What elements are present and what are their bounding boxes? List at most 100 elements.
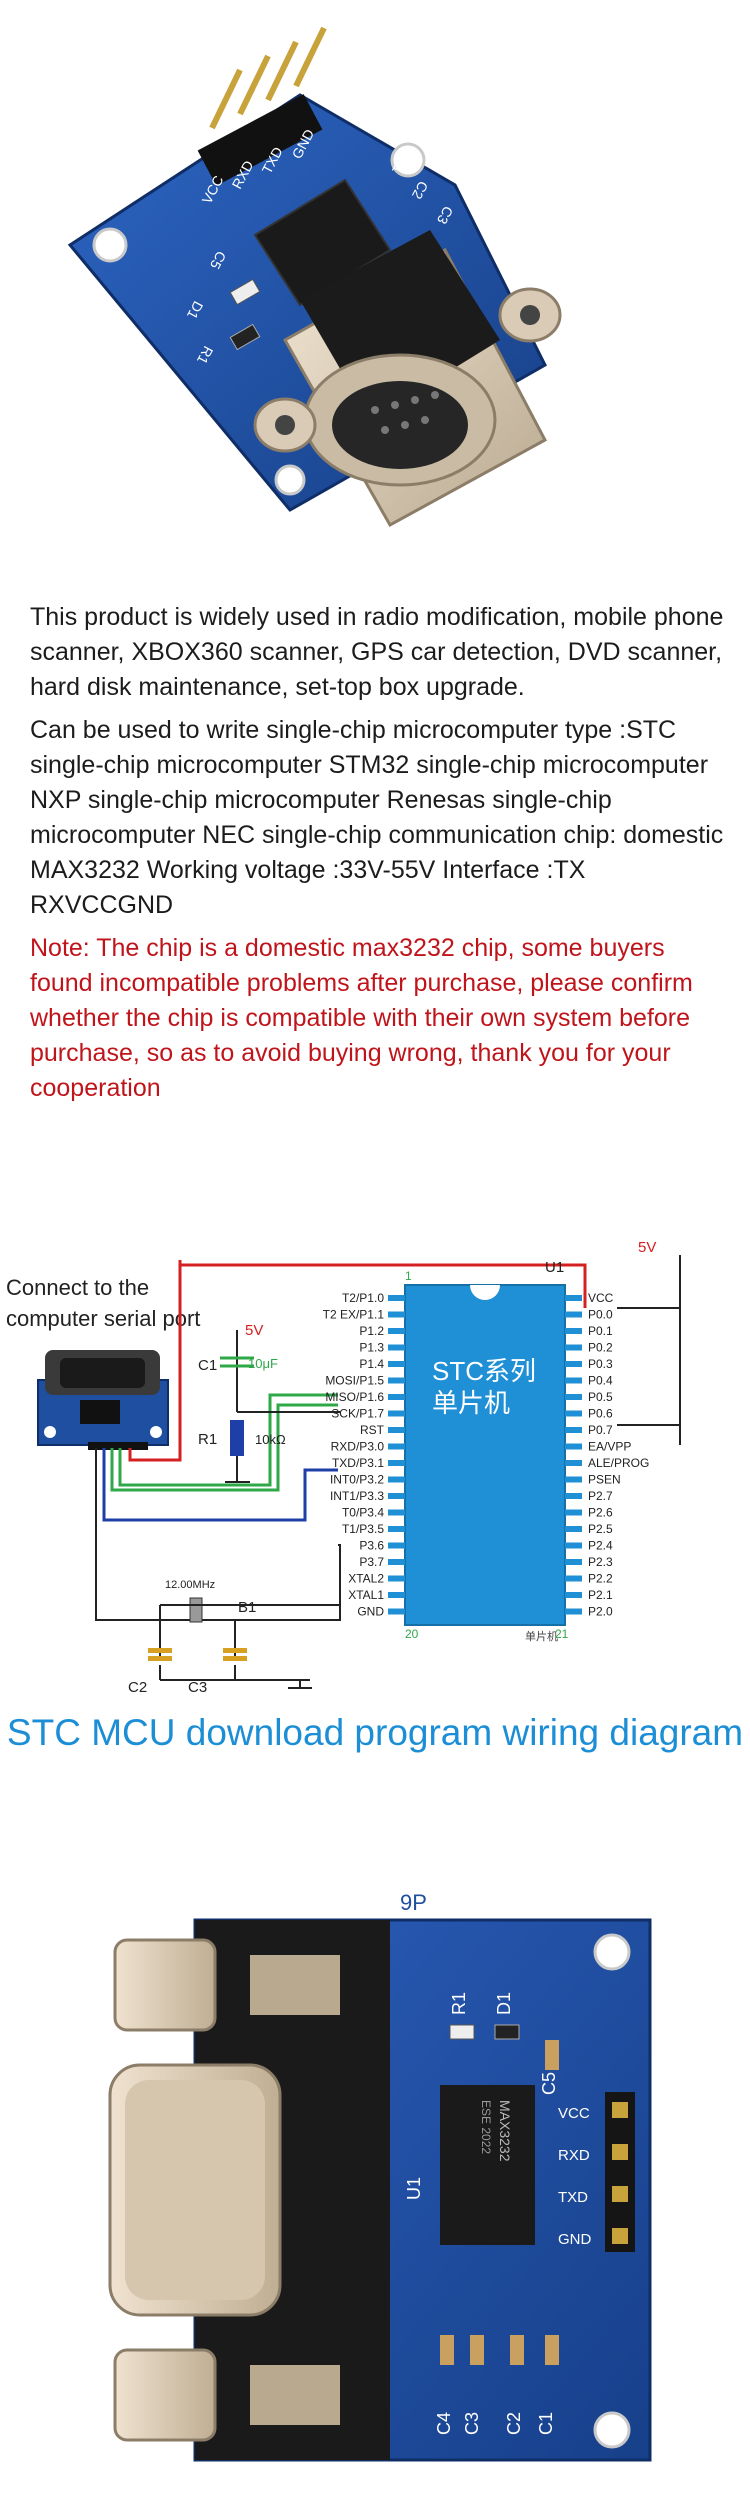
mcu-pin-label: SCK/P1.7 [331,1407,384,1421]
mcu-pin-left [388,1410,405,1417]
mount-hole [390,142,426,178]
mcu-pin-label: RST [360,1423,385,1437]
svg-text:10μF: 10μF [248,1356,278,1371]
max3232-chip [253,178,392,307]
mcu-pin-label: P2.3 [588,1555,613,1569]
db9-connector [108,1920,390,2460]
mcu-pin-right [565,1575,582,1582]
svg-text:B1: B1 [238,1599,256,1616]
mcu-pin-right [565,1410,582,1417]
mcu-pin-label: GND [357,1605,384,1619]
mcu-pin-right [565,1377,582,1384]
mcu-pin-right [565,1592,582,1598]
svg-text:1: 1 [405,1269,412,1283]
max3232-chip [440,2085,535,2245]
pin-label: VCC [558,2105,590,2122]
mcu-pin-label: P0.4 [588,1374,613,1388]
svg-text:20: 20 [405,1627,419,1641]
right-pin-group: VCCP0.0P0.1P0.2P0.3P0.4P0.5P0.6P0.7EA/VP… [565,1291,649,1619]
component-label: D1 [184,299,207,323]
mcu-pin-right [565,1460,582,1466]
svg-text:21: 21 [555,1627,569,1641]
mcu-pin-left [388,1443,405,1450]
mount-hole [92,227,128,263]
product-description: This product is widely used in radio mod… [30,600,730,1114]
mcu-pin-left [388,1361,405,1367]
connect-label: Connect to the [6,1275,149,1300]
mcu-pin-label: ALE/PROG [588,1456,649,1470]
mcu-pin-right [565,1427,582,1433]
mount-hole [274,464,306,496]
svg-text:9P: 9P [400,1890,427,1915]
mcu-pin-label: T0/P3.4 [342,1506,384,1520]
mcu-pin-left [388,1526,405,1532]
chip-name: 单片机 [432,1388,510,1418]
mcu-pin-label: P3.6 [359,1539,384,1553]
mcu-pin-label: P3.7 [359,1555,384,1569]
svg-text:R1: R1 [198,1431,217,1448]
mcu-pin-label: P0.1 [588,1324,613,1338]
left-pin-group: T2/P1.0T2 EX/P1.1P1.2P1.3P1.4MOSI/P1.5MI… [323,1291,405,1619]
mcu-pin-label: P2.6 [588,1506,613,1520]
mcu-pin-left [388,1394,405,1400]
svg-text:5V: 5V [245,1322,263,1339]
svg-text:U1: U1 [404,2177,424,2200]
rs232-module-illustration-top: VCC RXD TXD GND C1 C2 C3 C5 D1 R1 9P [67,26,562,528]
mcu-pin-label: P2.7 [588,1489,613,1503]
mcu-pin-right [565,1542,582,1549]
connect-label: computer serial port [6,1306,200,1331]
description-paragraph-specs: Can be used to write single-chip microco… [30,716,724,919]
mcu-pin-label: P0.2 [588,1341,613,1355]
wire-vcc [178,1260,587,1308]
svg-text:C2: C2 [128,1679,147,1696]
svg-text:R1: R1 [449,1992,469,2015]
wiring-schematic: Connect to the computer serial port 5V U… [6,1239,681,1696]
mcu-pin-right [565,1328,582,1334]
compatibility-note: Note: The chip is a domestic max3232 chi… [30,934,693,1102]
pin-label: TXD [558,2189,588,2206]
svg-text:D1: D1 [494,1992,514,2015]
mcu-pin-left [388,1575,405,1582]
pin-header [605,2092,635,2252]
mcu-pin-label: P0.0 [588,1308,613,1322]
svg-text:U1: U1 [545,1259,564,1276]
mount-hole [593,2411,631,2449]
mcu-pin-left [388,1493,405,1499]
component-label: C1 [389,154,412,178]
pin-label: RXD [558,2147,590,2164]
description-paragraph-usage: This product is widely used in radio mod… [30,603,724,701]
mcu-pin-label: P2.4 [588,1539,613,1553]
mcu-pin-right [565,1608,582,1615]
header-pins [197,26,327,186]
mcu-pin-left [388,1476,405,1483]
mcu-pin-left [388,1311,405,1318]
mcu-pin-label: RXD/P3.0 [331,1440,385,1454]
mcu-pin-label: P2.1 [588,1588,613,1602]
mcu-pin-left [388,1559,405,1565]
wire-gnd-blue [102,1448,338,1522]
mcu-chip [404,1284,566,1626]
mcu-pin-label: P2.2 [588,1572,613,1586]
mcu-pin-left [388,1542,405,1549]
mcu-pin-label: T1/P3.5 [342,1522,384,1536]
mcu-pin-label: T2/P1.0 [342,1291,384,1305]
svg-text:C1: C1 [198,1357,217,1374]
component-label: C2 [409,179,432,203]
mcu-pin-label: P0.7 [588,1423,613,1437]
mcu-pin-right [565,1361,582,1367]
mcu-pin-label: T2 EX/P1.1 [323,1308,385,1322]
mcu-pin-label: XTAL2 [348,1572,384,1586]
mcu-pin-label: P1.3 [359,1341,384,1355]
rs232-module-thumbnail [37,1350,169,1450]
mcu-pin-label: PSEN [588,1473,621,1487]
wiring-diagram: Connect to the computer serial port 5V U… [0,1220,750,1700]
wire-txd [110,1403,338,1492]
mcu-pin-left [388,1427,405,1433]
mcu-pin-right [565,1311,582,1318]
mcu-pin-left [388,1344,405,1351]
mcu-pin-left [388,1509,405,1516]
component-label: R1 [194,344,217,368]
diagram-caption: STC MCU download program wiring diagram [6,1712,744,1753]
svg-text:单片机: 单片机 [525,1629,558,1643]
svg-text:C5: C5 [539,2072,559,2095]
